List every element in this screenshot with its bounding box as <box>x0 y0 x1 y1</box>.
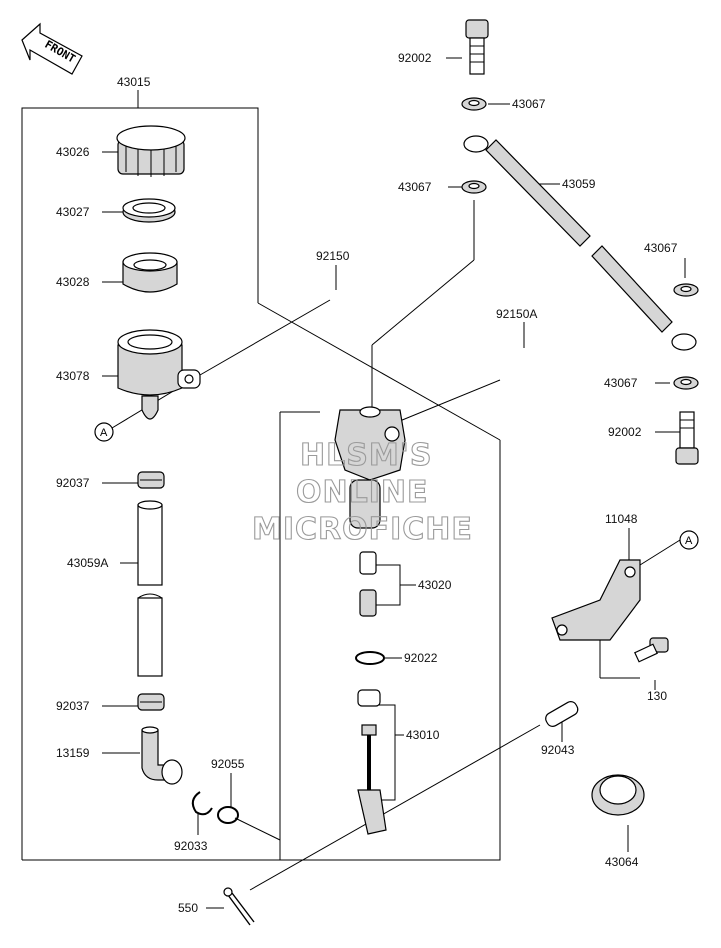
banjo-bolt-bottom <box>675 411 699 465</box>
o-ring <box>217 806 239 824</box>
label-550: 550 <box>178 901 198 915</box>
reservoir-cap <box>116 125 186 177</box>
gasket-2 <box>461 180 487 194</box>
label-92037-bottom: 92037 <box>56 699 90 713</box>
bracket <box>551 559 641 641</box>
front-direction-arrow: FRONT <box>21 22 83 75</box>
label-43067-1: 43067 <box>512 97 546 111</box>
label-43067-2: 43067 <box>398 180 432 194</box>
watermark-line-2: ONLINE <box>296 475 429 510</box>
label-43026: 43026 <box>56 145 90 159</box>
callout-a-letter: A <box>100 427 108 439</box>
label-92037-top: 92037 <box>56 476 90 490</box>
reservoir-hose <box>137 500 163 677</box>
callout-a-right: A <box>679 530 699 550</box>
part-labels: 43015 43026 43027 43028 43078 92150 9203… <box>56 51 678 915</box>
label-43067-4: 43067 <box>604 376 638 390</box>
label-43027: 43027 <box>56 205 90 219</box>
diaphragm <box>122 252 178 293</box>
push-rod-assembly <box>357 689 387 835</box>
banjo-bolt-top <box>465 19 489 75</box>
label-43067-3: 43067 <box>644 241 678 255</box>
hose-clamp-top <box>137 471 165 489</box>
callout-a-letter-right: A <box>685 535 693 547</box>
label-92002-top: 92002 <box>398 51 432 65</box>
watermark-line-3: MICROFICHE <box>252 512 473 547</box>
clevis-pin <box>545 701 579 727</box>
callout-a-left: A <box>94 422 114 442</box>
label-92150A: 92150A <box>496 307 537 321</box>
label-43028: 43028 <box>56 275 90 289</box>
label-92033: 92033 <box>174 839 208 853</box>
label-43020: 43020 <box>418 578 452 592</box>
gasket-4 <box>673 376 699 390</box>
master-cylinder-body <box>334 406 406 529</box>
bracket-bolt <box>634 637 669 663</box>
label-43064: 43064 <box>605 855 639 869</box>
gasket-1 <box>461 97 487 111</box>
label-92002-bottom: 92002 <box>608 425 642 439</box>
brake-hose <box>463 135 697 351</box>
gasket-3 <box>673 283 699 297</box>
watermark-line-1: HLSM'S <box>300 438 432 473</box>
dust-cover <box>591 774 645 816</box>
label-13159: 13159 <box>56 746 90 760</box>
assembly-outlines <box>21 90 501 861</box>
label-43059A: 43059A <box>67 556 108 570</box>
circlip <box>191 791 213 816</box>
reservoir <box>117 329 201 420</box>
label-43078: 43078 <box>56 369 90 383</box>
hose-clamp-bottom <box>137 693 165 711</box>
hose-elbow <box>141 726 183 785</box>
label-43015: 43015 <box>117 75 151 89</box>
label-43010: 43010 <box>406 728 440 742</box>
watermark: HLSM'S ONLINE MICROFICHE <box>251 437 473 547</box>
label-92043: 92043 <box>541 743 575 757</box>
cotter-pin <box>223 887 255 926</box>
label-130: 130 <box>647 689 667 703</box>
label-11048: 11048 <box>605 512 638 526</box>
label-92055: 92055 <box>211 757 245 771</box>
piston-kit <box>359 551 377 617</box>
piston-circlip <box>355 651 385 665</box>
cap-plate <box>122 198 176 223</box>
label-43059: 43059 <box>562 177 596 191</box>
label-92150: 92150 <box>316 249 350 263</box>
label-92022: 92022 <box>404 651 438 665</box>
